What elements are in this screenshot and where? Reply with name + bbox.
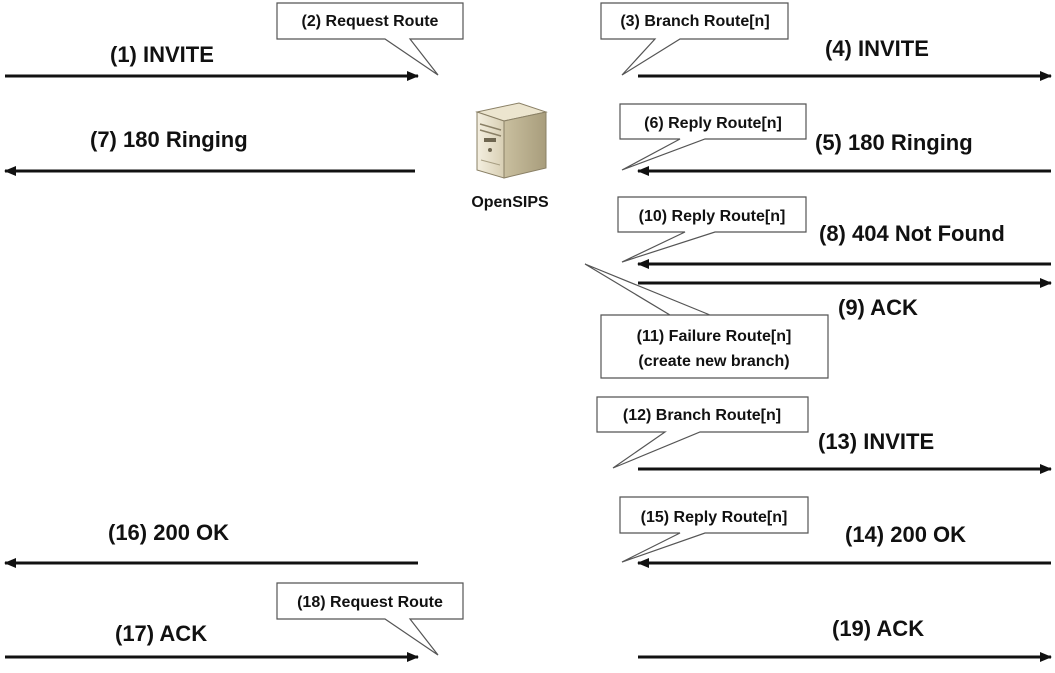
callout-6-reply-route: (6) Reply Route[n] (619, 103, 807, 171)
callout-text: (3) Branch Route[n] (620, 13, 769, 30)
callout-10-reply-route: (10) Reply Route[n] (617, 196, 807, 263)
callout-text-line-2: (create new branch) (638, 353, 789, 370)
message-label-19: (19) ACK (832, 616, 924, 641)
callout-text: (2) Request Route (302, 13, 439, 30)
message-label-13: (13) INVITE (818, 429, 934, 454)
callout-2-request-route: (2) Request Route (276, 2, 464, 76)
callout-18-request-route: (18) Request Route (276, 582, 464, 656)
callouts: (2) Request Route (3) Branch Route[n] (6… (276, 2, 829, 656)
message-label-9: (9) ACK (838, 295, 918, 320)
message-label-1: (1) INVITE (110, 42, 214, 67)
callout-text: (12) Branch Route[n] (623, 407, 781, 424)
message-label-16: (16) 200 OK (108, 520, 229, 545)
callout-text: (18) Request Route (297, 594, 443, 611)
message-label-7: (7) 180 Ringing (90, 127, 248, 152)
callout-text: (15) Reply Route[n] (641, 509, 788, 526)
callout-text: (10) Reply Route[n] (639, 208, 786, 225)
callout-11-failure-route: (11) Failure Route[n] (create new branch… (584, 263, 829, 379)
callout-text: (6) Reply Route[n] (644, 115, 782, 132)
message-label-17: (17) ACK (115, 621, 207, 646)
message-label-8: (8) 404 Not Found (819, 221, 1005, 246)
message-label-4: (4) INVITE (825, 36, 929, 61)
callout-text-line-1: (11) Failure Route[n] (637, 328, 792, 345)
server-icon (475, 102, 548, 179)
opensips-node: OpenSIPS (471, 102, 549, 211)
callout-3-branch-route: (3) Branch Route[n] (600, 2, 789, 76)
message-arrows (4, 71, 1052, 662)
message-label-5: (5) 180 Ringing (815, 130, 973, 155)
callout-15-reply-route: (15) Reply Route[n] (619, 496, 809, 563)
message-label-14: (14) 200 OK (845, 522, 966, 547)
node-label: OpenSIPS (471, 194, 549, 211)
callout-12-branch-route: (12) Branch Route[n] (596, 396, 809, 469)
message-labels: (1) INVITE (4) INVITE (5) 180 Ringing (7… (90, 36, 1005, 646)
